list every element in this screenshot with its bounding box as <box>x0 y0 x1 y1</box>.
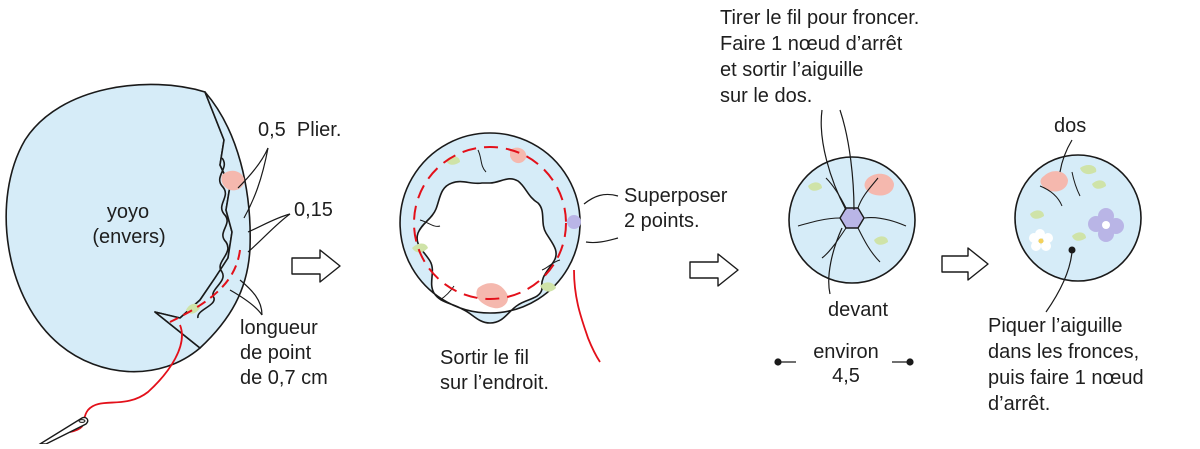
gather-instruction-line-2: Faire 1 nœud d’arrêt <box>720 33 903 55</box>
overlap-label-line-1: Superposer <box>624 185 728 207</box>
hollow-right-arrow-icon <box>291 249 341 283</box>
hollow-right-arrow-icon <box>941 247 989 281</box>
knot-point <box>1068 246 1076 254</box>
front-label: devant <box>828 299 889 321</box>
motif-strokes <box>419 149 561 301</box>
step3-gathered-yoyo <box>774 109 916 366</box>
leaf-motif <box>808 182 822 191</box>
leaf-motif <box>540 282 556 292</box>
back-leader-line <box>1059 139 1073 173</box>
gathered-center <box>839 207 865 229</box>
flower-motif <box>1040 171 1068 192</box>
thread-out-label-line-1: Sortir le fil <box>440 347 529 369</box>
leaf-motif <box>874 236 888 245</box>
hollow-right-arrow-icon <box>689 253 739 287</box>
flower-motif <box>221 170 245 191</box>
step2-yoyo-ring <box>399 132 619 363</box>
needle <box>37 416 89 445</box>
final-instruction-line-1: Piquer l’aiguille <box>988 315 1123 337</box>
gather-folds <box>797 177 907 263</box>
thread-out-label-line-2: sur l’endroit. <box>440 372 549 394</box>
overlap-leader-lines <box>583 193 619 244</box>
final-instruction-line-2: dans les fronces, <box>988 341 1140 363</box>
gather-instruction-line-1: Tirer le fil pour froncer. <box>720 7 920 29</box>
envers-label: (envers) <box>92 226 166 248</box>
step1-yoyo-fabric <box>5 83 291 445</box>
flower-motif <box>476 283 509 309</box>
flower-motif <box>567 215 581 229</box>
size-value: 4,5 <box>832 365 860 387</box>
folded-edge-strip <box>154 91 251 349</box>
seam-leader-lines <box>247 213 291 253</box>
running-stitch <box>169 249 241 323</box>
running-stitch <box>413 146 567 300</box>
front-leader-line <box>828 227 843 295</box>
leaf-motif <box>412 243 428 253</box>
flower-motif <box>864 173 894 196</box>
fold-line <box>197 157 229 319</box>
stitch-leader-lines <box>229 279 263 316</box>
thread-line <box>573 269 601 363</box>
overlap-label-line-2: 2 points. <box>624 210 700 232</box>
fold-label: 0,5 Plier. <box>258 119 342 141</box>
leaf-motif <box>1080 165 1097 175</box>
gather-instruction-line-3: et sortir l’aiguille <box>720 59 864 81</box>
gather-leader-lines <box>820 109 855 211</box>
step4-yoyo-back <box>1014 139 1142 313</box>
gather-instruction-line-4: sur le dos. <box>720 85 813 107</box>
final-instruction-line-4: d’arrêt. <box>988 393 1051 415</box>
back-label: dos <box>1054 115 1087 137</box>
size-dimension-line <box>774 358 914 366</box>
leaf-motif <box>1030 210 1044 219</box>
flower-motif <box>1029 229 1053 251</box>
size-label: environ <box>813 341 879 363</box>
motif-strokes <box>1039 171 1081 207</box>
seam-label: 0,15 <box>294 199 333 221</box>
stitch-length-line-3: de 0,7 cm <box>240 367 328 389</box>
flower-motif <box>1088 208 1124 242</box>
final-instruction-line-3: puis faire 1 nœud <box>988 367 1144 389</box>
leaf-motif <box>1092 180 1106 189</box>
stitch-length-line-1: longueur <box>240 317 318 339</box>
stitch-length-line-2: de point <box>240 342 312 364</box>
ring-fabric <box>399 132 581 324</box>
yoyo-label: yoyo <box>106 201 150 223</box>
fold-leader-lines <box>237 147 269 219</box>
leaf-motif <box>1072 232 1086 241</box>
final-leader-line <box>1045 251 1073 313</box>
